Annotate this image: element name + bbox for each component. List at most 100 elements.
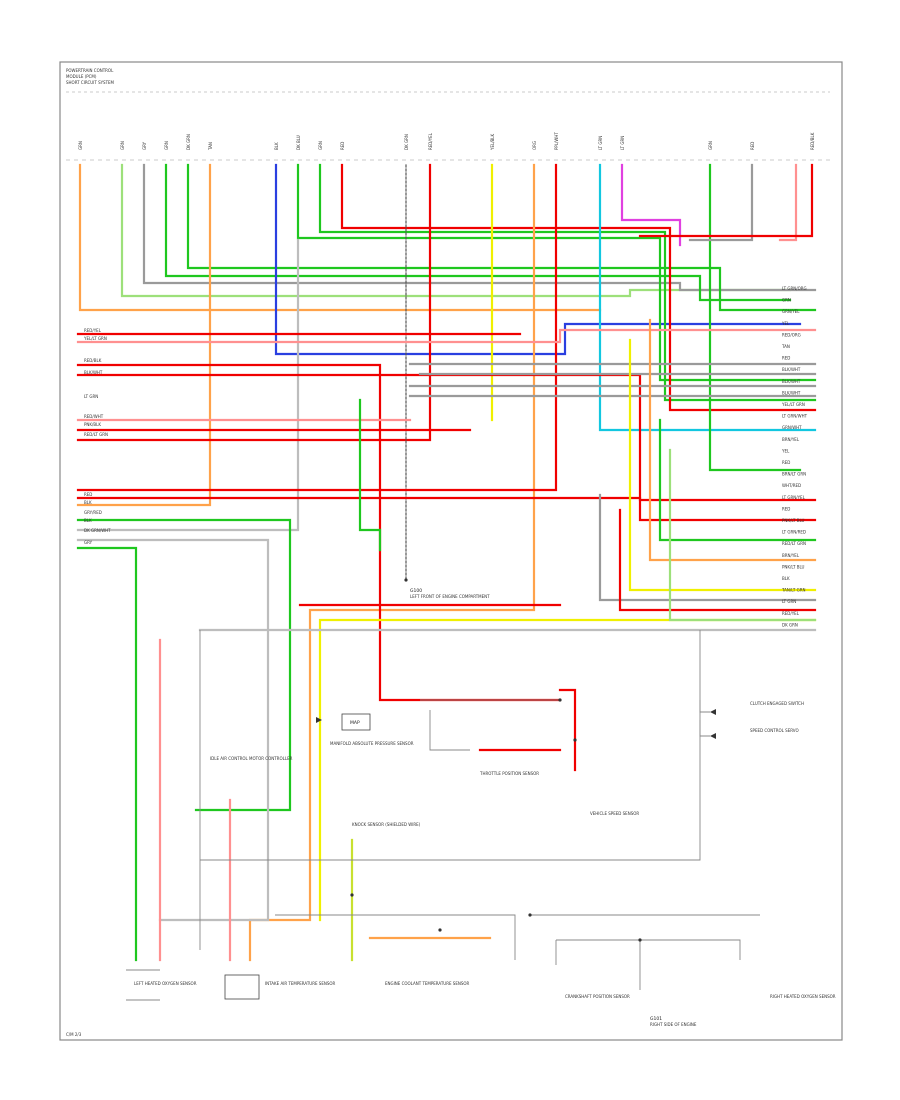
right-wire-label: YEL xyxy=(781,448,790,453)
right-wire-label: LT GRN/YEL xyxy=(782,495,806,500)
top-connector-label: GRY xyxy=(142,141,147,150)
g101-label: G101 xyxy=(650,1016,662,1022)
wire-green-2 xyxy=(186,163,817,312)
right-wire-label: PNK/LT BLU xyxy=(782,518,805,523)
left-wire-label: YEL/LT GRN xyxy=(83,336,107,341)
speed-sensor-box xyxy=(224,974,260,1000)
top-connector-label: RED xyxy=(750,142,755,150)
wire-orange-right-1 xyxy=(648,318,817,562)
wire-green-right-1 xyxy=(658,418,817,542)
left-wire-label: GRY xyxy=(84,540,93,545)
wire-yellow-right-1 xyxy=(628,338,817,592)
right-wire-label: BRN/YEL xyxy=(782,437,800,442)
top-connector-label: PPL/WHT xyxy=(554,132,559,150)
map-sensor-box-label: MAP xyxy=(350,720,360,726)
wire-green-left-1 xyxy=(76,518,292,812)
right-wire-label: GRN/WHT xyxy=(782,425,802,430)
ground-label: G100 xyxy=(410,588,422,594)
wire-red-left-3 xyxy=(76,373,817,502)
wire-red-lower-1 xyxy=(558,688,577,772)
g101-sub-label: RIGHT SIDE OF ENGINE xyxy=(650,1022,697,1027)
wire-pink-1 xyxy=(778,163,798,242)
left-wire-label: GRY/RED xyxy=(84,510,102,515)
right-wire-label: RED/ORG xyxy=(782,332,801,337)
right-wire-label: BRN/LT GRN xyxy=(782,472,806,477)
wire-gray-right-1 xyxy=(598,493,817,602)
wire-pink-left-1 xyxy=(76,328,817,344)
right-wire-label: LT GRN/WHT xyxy=(782,414,808,419)
diagram-frame xyxy=(59,61,843,1041)
left-wire-label: RED xyxy=(84,492,92,497)
left-wire-label: DK GRN/WHT xyxy=(84,528,111,533)
top-connector-label: LT GRN xyxy=(620,136,625,150)
coolant-temp-label: ENGINE COOLANT TEMPERATURE SENSOR xyxy=(385,981,470,986)
wire-green-4 xyxy=(708,163,802,472)
wire-orange-3 xyxy=(248,163,536,962)
wire-gray-2 xyxy=(76,238,300,532)
right-wire-label: LT GRN xyxy=(782,599,796,604)
right-wire-label: LT GRN/ORG xyxy=(782,286,807,291)
idle-module-label: IDLE AIR CONTROL MOTOR CONTROLLER xyxy=(210,756,293,761)
right-wire-label: TAN/LT GRN xyxy=(781,588,805,593)
right-wire-label: RED xyxy=(782,506,790,511)
top-connector-label: GRN xyxy=(708,141,713,150)
right-wire-label: GRN/YEL xyxy=(782,309,800,314)
wire-magenta-1 xyxy=(620,163,682,247)
left-wire-label: RED/LT GRN xyxy=(84,432,108,437)
top-connector-label: GRN xyxy=(318,141,323,150)
left-wire-label: RED/BLK xyxy=(84,358,102,363)
right-wire-label: GRN xyxy=(782,298,791,303)
connector-arrows xyxy=(316,709,716,739)
o2-left-label: LEFT HEATED OXYGEN SENSOR xyxy=(134,981,197,986)
top-connector-label: LT GRN xyxy=(598,136,603,150)
wire-orange-2 xyxy=(76,163,212,507)
right-wire-label: BRN/YEL xyxy=(782,553,800,558)
wire-red-4 xyxy=(638,163,814,238)
o2-right-label: RIGHT HEATED OXYGEN SENSOR xyxy=(770,994,836,999)
wire-red-right-1 xyxy=(618,508,817,612)
map-sensor-label: MANIFOLD ABSOLUTE PRESSURE SENSOR xyxy=(330,741,414,746)
right-wire-label: RED/YEL xyxy=(782,611,800,616)
wire-green-lower-1 xyxy=(358,398,382,552)
footer-label: C/M 2/3 xyxy=(66,1032,82,1037)
wire-orange-1 xyxy=(78,163,602,312)
top-connector-label: BLK xyxy=(274,142,279,150)
wire-gray-1 xyxy=(142,163,817,292)
splice-points xyxy=(350,578,642,942)
right-wire-label: YEL xyxy=(781,321,790,326)
left-wire-label: RED/WHT xyxy=(84,414,104,419)
wire-green-right-2 xyxy=(668,448,817,622)
right-wire-label: DK GRN xyxy=(782,622,798,627)
crank-label: CRANKSHAFT POSITION SENSOR xyxy=(565,994,630,999)
top-connector-label: RED xyxy=(340,142,345,150)
right-wire-label: WHT/RED xyxy=(782,483,801,488)
left-wire-label: BLK/WHT xyxy=(84,370,103,375)
right-wire-label: PNK/LT BLU xyxy=(782,564,805,569)
map-sensor-box xyxy=(341,713,371,731)
knock-label: KNOCK SENSOR (SHIELDED WIRE) xyxy=(352,822,421,827)
wire-red-3 xyxy=(76,163,558,492)
throttle-label: THROTTLE POSITION SENSOR xyxy=(479,771,539,776)
wire-darkgreen-1 xyxy=(318,163,817,402)
wire-green-left-2 xyxy=(76,546,138,962)
top-connector-label: DK GRN xyxy=(186,134,191,150)
left-wire-label: PNK/BLK xyxy=(84,422,101,427)
clutch-label: CLUTCH ENGAGED SWITCH xyxy=(750,701,804,706)
right-wire-label: RED xyxy=(782,460,790,465)
top-connector-label: GRN xyxy=(78,141,83,150)
right-wire-label: RED/LT GRN xyxy=(782,541,806,546)
right-wire-label: TAN xyxy=(781,344,790,349)
left-wire-label: RED/YEL xyxy=(84,328,102,333)
wire-blue-1 xyxy=(274,163,802,356)
wire-gray-3 xyxy=(688,163,754,242)
wire-green-1 xyxy=(164,163,792,302)
right-wire-label: BLK/WHT xyxy=(782,379,801,384)
right-wire-labels: LT GRN/ORG GRN GRN/YEL YEL RED/ORG TAN RED BLK/… xyxy=(781,286,808,627)
top-connector-label: DK GRN xyxy=(404,134,409,150)
header-line-2: MODULE (PCM) xyxy=(66,74,97,79)
top-connector-label: RED/YEL xyxy=(428,132,433,150)
wire-bundle xyxy=(76,163,817,962)
top-connector-label: DK BLU xyxy=(296,135,301,150)
top-connector-label: GRN xyxy=(120,141,125,150)
